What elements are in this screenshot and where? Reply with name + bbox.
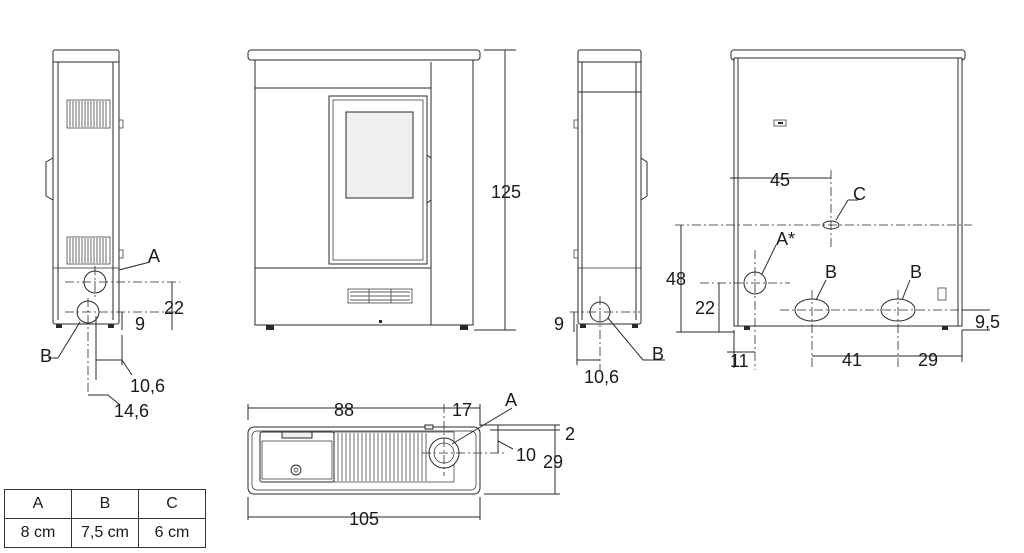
label-c: C (853, 184, 866, 204)
dim-10-6: 10,6 (130, 376, 165, 396)
door-handle-icon (45, 157, 54, 201)
legend-value-row: 8 cm 7,5 cm 6 cm (4, 518, 206, 548)
label-a-top: A (505, 390, 517, 410)
dim-29-rear: 29 (918, 350, 938, 370)
dim-29-top: 29 (543, 452, 563, 472)
dim-22: 22 (164, 298, 184, 318)
rear-view: 45 C A* 48 22 B B 9,5 11 41 29 (666, 49, 1000, 371)
dim-9-right: 9 (554, 314, 564, 334)
right-handle-icon (640, 157, 648, 201)
legend-value-a: 8 cm (4, 518, 72, 548)
legend-header-c: C (138, 489, 206, 519)
label-b1: B (825, 262, 837, 282)
legend-header-b: B (71, 489, 139, 519)
lower-vent-grille (66, 236, 111, 265)
dim-125: 125 (491, 182, 521, 202)
legend-value-b: 7,5 cm (71, 518, 139, 548)
hopper-knob-icon (290, 464, 302, 476)
top-view: 88 17 A 2 10 29 105 (247, 390, 575, 529)
dim-10-6-right: 10,6 (584, 367, 619, 387)
door-glass (345, 111, 414, 199)
dim-2: 2 (565, 424, 575, 444)
right-side-view: 9 10,6 B (554, 49, 665, 387)
label-a-star: A* (776, 229, 795, 249)
dim-9-5: 9,5 (975, 312, 1000, 332)
front-handle-icon (426, 154, 432, 204)
legend-header-a: A (4, 489, 72, 519)
dim-105: 105 (349, 509, 379, 529)
upper-vent-grille (66, 99, 111, 129)
dim-41: 41 (842, 350, 862, 370)
dim-48: 48 (666, 269, 686, 289)
diameter-legend-table: A B C 8 cm 7,5 cm 6 cm (4, 489, 206, 548)
dim-9: 9 (135, 314, 145, 334)
label-b2: B (910, 262, 922, 282)
front-vent (347, 288, 413, 304)
front-view: 125 (247, 49, 521, 331)
dim-11: 11 (730, 351, 749, 371)
dim-14-6: 14,6 (114, 401, 149, 421)
label-b: B (40, 346, 52, 366)
left-side-view: A 22 9 B 10,6 14,6 (40, 49, 184, 421)
legend-value-c: 6 cm (138, 518, 206, 548)
dim-45: 45 (770, 170, 790, 190)
label-a: A (148, 246, 160, 266)
dim-22-rear: 22 (695, 298, 715, 318)
dim-17: 17 (452, 400, 472, 420)
dim-88: 88 (334, 400, 354, 420)
dim-10: 10 (516, 445, 536, 465)
legend-header-row: A B C (4, 489, 206, 519)
label-b-right: B (652, 344, 664, 364)
